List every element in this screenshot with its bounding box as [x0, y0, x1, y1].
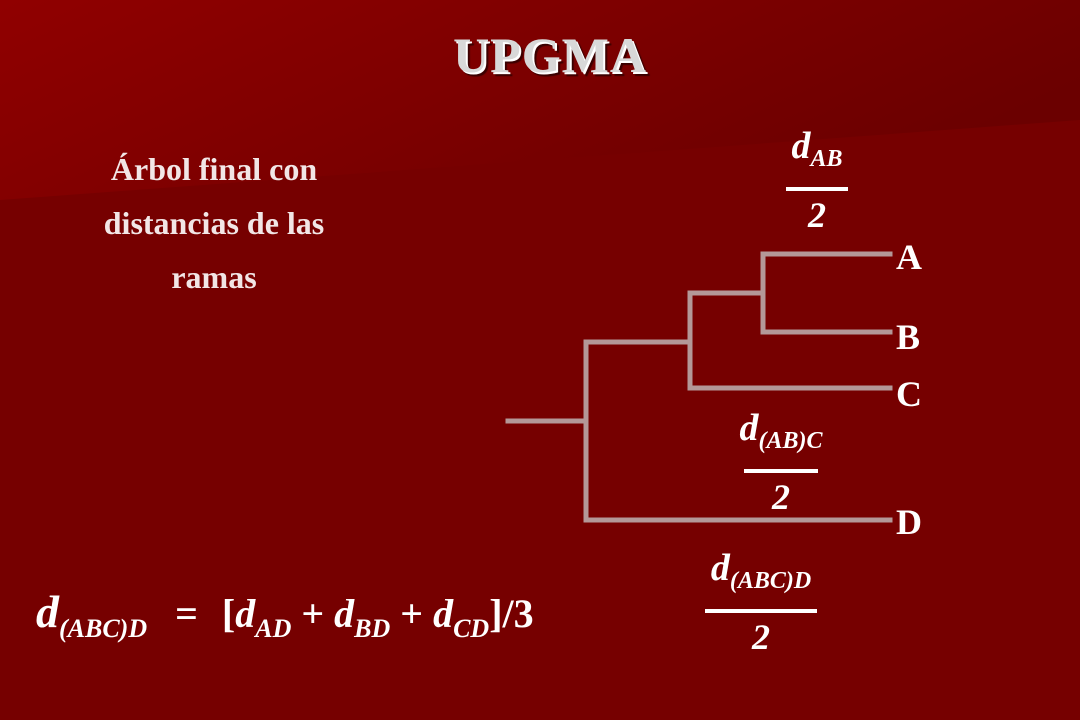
formula-term-2-sub: BD [354, 614, 391, 643]
formula-lhs-sub: (ABC)D [59, 614, 148, 643]
leaf-label-a: A [896, 237, 922, 277]
fraction-denominator: 2 [752, 617, 770, 657]
subtitle-line-1: Árbol final con [110, 151, 318, 187]
fraction-dabc-over-2: d(AB)C 2 [716, 406, 846, 517]
formula-term-2-d: d [334, 591, 355, 636]
formula-plus-2: + [400, 591, 424, 636]
fraction-denominator: 2 [808, 195, 826, 235]
formula-open-bracket: [ [221, 591, 236, 636]
formula-term-3-sub: CD [453, 614, 490, 643]
formula-equals: = [175, 591, 198, 636]
formula-term-1-d: d [235, 591, 256, 636]
formula-term-1-sub: AD [255, 614, 292, 643]
leaf-label-b: B [896, 317, 921, 357]
fraction-bar [705, 609, 817, 613]
distance-formula: d(ABC)D = [dAD + dBD + dCD]/3 [36, 585, 534, 644]
formula-term-3-d: d [433, 591, 454, 636]
subtitle: Árbol final con distancias de las ramas [44, 142, 384, 304]
fraction-numerator: d(ABC)D [710, 547, 812, 594]
leaf-label-c: C [896, 374, 922, 414]
formula-lhs-d: d [36, 586, 59, 637]
slide-title: UPGMA [453, 27, 647, 83]
fraction-denominator: 2 [772, 477, 790, 517]
fraction-numerator: dAB [791, 125, 843, 172]
fraction-numerator: d(AB)C [739, 407, 823, 454]
subtitle-line-2: distancias de las [103, 205, 325, 241]
fraction-dab-over-2: dAB 2 [772, 124, 862, 235]
leaf-label-d: D [896, 502, 922, 542]
fraction-bar [786, 187, 848, 191]
formula-close-divide: ]/3 [489, 591, 534, 636]
fraction-bar [744, 469, 818, 473]
fraction-dabcd-over-2: d(ABC)D 2 [686, 546, 836, 657]
formula-plus-1: + [301, 591, 325, 636]
subtitle-line-3: ramas [171, 259, 257, 295]
